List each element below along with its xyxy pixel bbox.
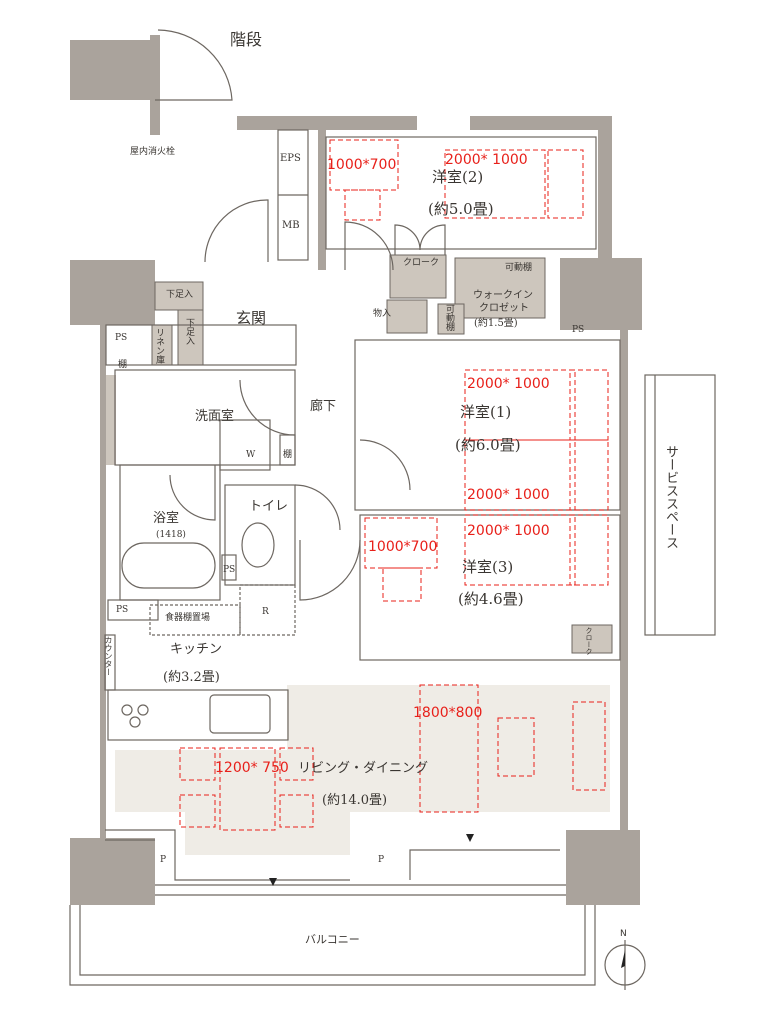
label-stairs: 階段 xyxy=(230,30,263,49)
label-movable-shelf: 可動棚 xyxy=(444,304,454,331)
room3-size: (約4.6畳) xyxy=(458,590,524,608)
room3-name: 洋室(3) xyxy=(462,558,514,576)
label-fridge: R xyxy=(262,607,269,617)
label-shoe-box-2: 下足入 xyxy=(184,318,194,345)
ld-name: リビング・ダイニング xyxy=(298,761,429,776)
room2-name: 洋室(2) xyxy=(432,168,484,186)
bath-name: 浴室 xyxy=(153,511,180,526)
label-shoe-box-1: 下足入 xyxy=(166,290,194,300)
bath-size: (1418) xyxy=(156,530,186,540)
label-wic-1: ウォークイン xyxy=(473,290,533,301)
north-arrow xyxy=(621,950,625,968)
label-linen: リネン庫 xyxy=(154,328,164,364)
label-shelf-2: 棚 xyxy=(283,450,293,460)
label-ps-toilet: PS xyxy=(223,565,236,575)
label-washer: W xyxy=(246,450,256,460)
annotation-desk-room2: 1000*700 xyxy=(327,157,397,173)
furniture-annotations xyxy=(179,139,609,831)
label-p-right: P xyxy=(378,855,385,865)
label-storage: 物入 xyxy=(373,309,392,319)
label-toilet: トイレ xyxy=(249,499,289,514)
label-counter: カウンター xyxy=(104,636,113,676)
room2-size: (約5.0畳) xyxy=(428,200,494,218)
label-ps-entrance: PS xyxy=(115,333,128,343)
annotation-bed-room1-b: 2000* 1000 xyxy=(467,487,550,503)
annotation-bed-room2: 2000* 1000 xyxy=(445,152,528,168)
label-shelf-1: 棚 xyxy=(118,360,128,370)
room1-size: (約6.0畳) xyxy=(455,436,521,454)
label-wic-shelf: 可動棚 xyxy=(505,263,533,273)
annotation-bed-room3: 2000* 1000 xyxy=(467,523,550,539)
label-hallway: 廊下 xyxy=(310,399,337,414)
storage-units xyxy=(151,254,613,654)
label-cloak-top: クローク xyxy=(403,258,440,268)
ld-floor xyxy=(115,685,610,855)
room1-name: 洋室(1) xyxy=(460,403,512,421)
entry-arrow-bottom xyxy=(269,878,277,886)
label-fire-hydrant: 屋内消火栓 xyxy=(130,147,176,157)
label-ps-kitchen: PS xyxy=(116,605,129,615)
entry-arrow-right xyxy=(466,834,474,842)
label-ps-right: PS xyxy=(572,325,585,335)
label-wic-size: (約1.5畳) xyxy=(474,318,518,329)
annotation-table-ld: 1200* 750 xyxy=(215,760,289,776)
label-eps: EPS xyxy=(280,153,301,164)
kitchen-name: キッチン xyxy=(170,642,223,657)
annotation-bed-room1-a: 2000* 1000 xyxy=(467,376,550,392)
label-wic-2: クロゼット xyxy=(479,303,529,314)
kitchen-size: (約3.2畳) xyxy=(163,670,220,685)
annotation-sofa-ld: 1800*800 xyxy=(413,705,483,721)
label-service-space: サービススペース xyxy=(663,445,678,549)
walls xyxy=(70,35,642,905)
annotation-desk-room3: 1000*700 xyxy=(368,539,438,555)
label-cloak-small: クローク xyxy=(585,627,593,655)
ld-size: (約14.0畳) xyxy=(322,793,388,808)
label-entrance: 玄関 xyxy=(236,309,267,327)
interior-lines xyxy=(69,29,716,990)
label-mb: MB xyxy=(282,220,300,231)
label-p-left: P xyxy=(160,855,167,865)
label-balcony: バルコニー xyxy=(305,933,360,946)
north-label: N xyxy=(620,929,627,939)
label-cupboard: 食器棚置場 xyxy=(165,613,211,623)
label-washroom: 洗面室 xyxy=(195,409,235,424)
